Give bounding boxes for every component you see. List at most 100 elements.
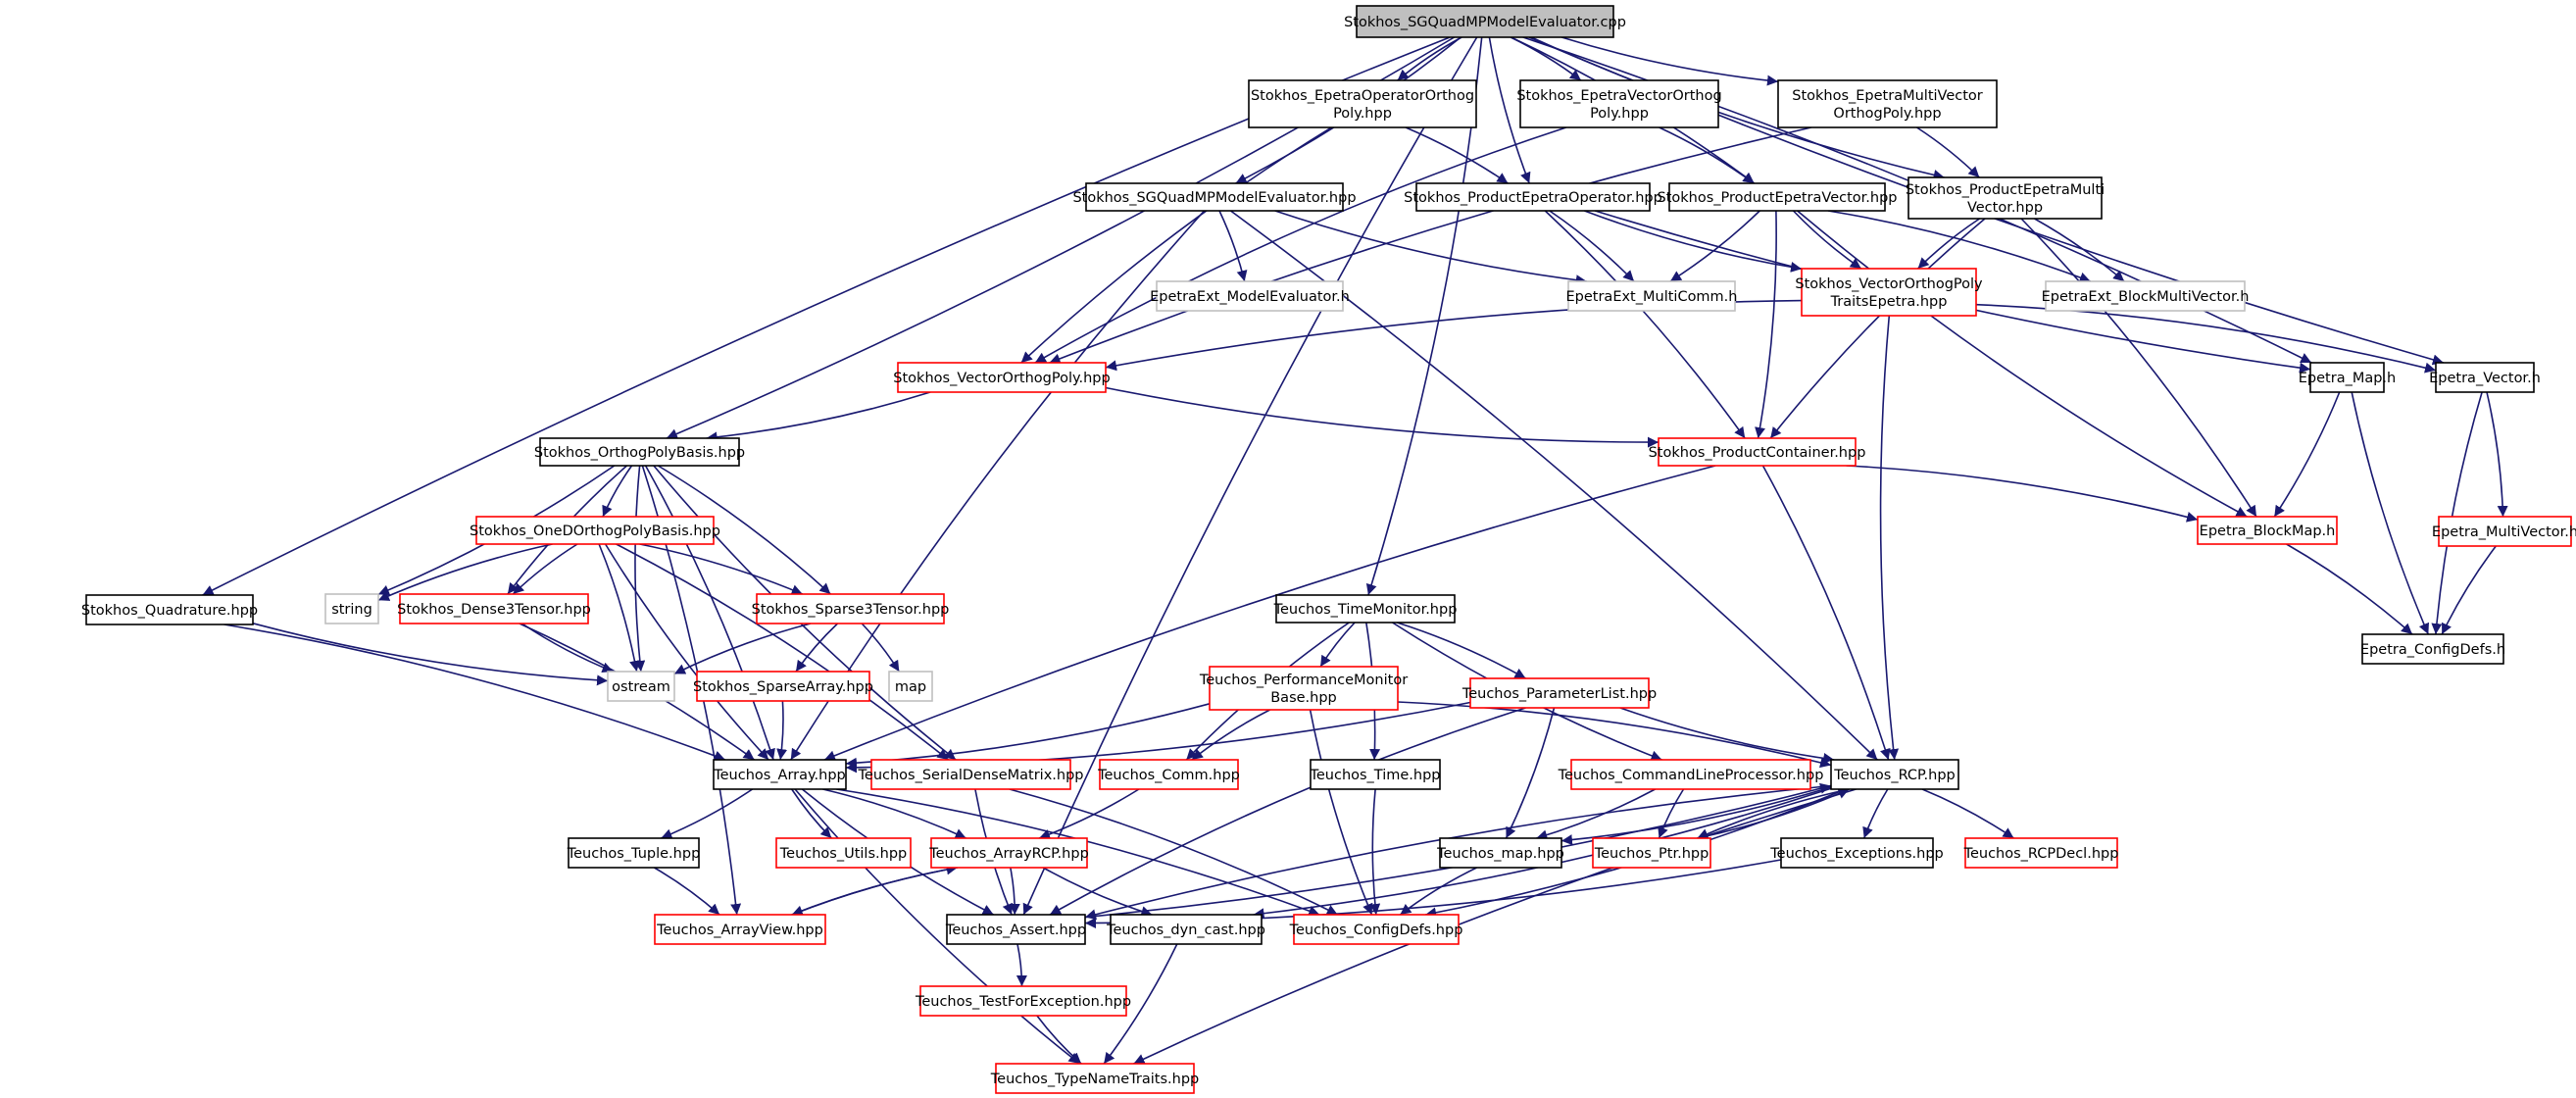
node-tarcp[interactable]: Teuchos_ArrayRCP.hpp [928,837,1089,869]
edge-arrow [1042,867,1153,917]
node-emv[interactable]: Epetra_MultiVector.h [2432,516,2576,547]
edge-arrow [2273,391,2341,518]
edge-trcp-to-tmaphpp [1560,786,1832,846]
edge-prodop-to-multicomm [1549,210,1635,282]
node-opb[interactable]: Stokhos_OrthogPolyBasis.hpp [534,437,745,467]
edge-arrow [1103,943,1178,1065]
edge-tassert-to-ttfe [1016,943,1027,987]
node-label: Stokhos_ProductEpetraOperator.hpp [1404,190,1662,206]
node-label: Teuchos_Exceptions.hpp [1769,846,1943,862]
node-plist[interactable]: Teuchos_ParameterList.hpp [1461,677,1657,709]
node-pcont[interactable]: Stokhos_ProductContainer.hpp [1649,437,1866,467]
node-box [775,837,912,869]
node-tav[interactable]: Teuchos_ArrayView.hpp [654,914,826,945]
node-box [897,362,1107,393]
node-tmon[interactable]: Teuchos_TimeMonitor.hpp [1273,594,1458,624]
node-emap[interactable]: Epetra_Map.h [2299,362,2396,393]
node-prodop[interactable]: Stokhos_ProductEpetraOperator.hpp [1404,182,1662,212]
node-box [1469,677,1650,709]
edge-sgquadhpp-to-modeleval [1218,210,1248,282]
node-box [1801,268,1977,317]
edge-arrow [1658,788,1685,839]
node-label: TraitsEpetra.hpp [1830,294,1948,310]
node-label: Stokhos_OrthogPolyBasis.hpp [534,445,745,461]
node-label: Stokhos_SGQuadMPModelEvaluator.cpp [1344,15,1626,30]
node-tassert[interactable]: Teuchos_Assert.hpp [945,914,1086,945]
node-texc[interactable]: Teuchos_Exceptions.hpp [1769,837,1944,869]
node-ttime[interactable]: Teuchos_Time.hpp [1309,759,1441,790]
node-label: Stokhos_ProductEpetraVector.hpp [1658,190,1898,206]
edge-trcp-to-ttnt [1133,788,1857,1065]
node-box [1293,914,1460,945]
node-blockmap[interactable]: Epetra_BlockMap.h [2197,516,2338,545]
edge-perfmon-to-tarray [845,703,1211,769]
node-clp[interactable]: Teuchos_CommandLineProcessor.hpp [1558,759,1824,790]
node-evec[interactable]: Epetra_Vector.h [2429,362,2541,393]
edge-arrow [2020,218,2257,518]
edge-arrow [1009,788,1339,916]
node-label: Stokhos_Dense3Tensor.hpp [397,602,591,618]
edge-arrow [2351,391,2430,635]
node-cfgdefs_e[interactable]: Epetra_ConfigDefs.h [2360,633,2505,665]
edge-arrow [1584,210,1803,273]
edge-arrow [639,543,804,595]
edge-tarray-to-tutils [791,788,832,839]
node-sgquadhpp[interactable]: Stokhos_SGQuadMPModelEvaluator.hpp [1072,182,1357,212]
node-trcp[interactable]: Teuchos_RCP.hpp [1830,759,1959,790]
edge-s3t-to-map [861,623,900,673]
node-sparr[interactable]: Stokhos_SparseArray.hpp [693,671,873,702]
node-box [2045,280,2246,312]
node-box [1592,837,1711,869]
node-label: EpetraExt_ModelEvaluator.h [1150,289,1350,305]
node-ttuple[interactable]: Teuchos_Tuple.hpp [567,837,701,869]
edge-arrow [1038,788,1140,840]
node-tdyn[interactable]: Teuchos_dyn_cast.hpp [1106,914,1265,945]
node-tcomm[interactable]: Teuchos_Comm.hpp [1097,759,1240,790]
edge-tav-to-tarcp [791,864,958,916]
node-tarray[interactable]: Teuchos_Array.hpp [713,759,847,790]
node-prodvec[interactable]: Stokhos_ProductEpetraVector.hpp [1658,182,1898,212]
node-ttnt[interactable]: Teuchos_TypeNameTraits.hpp [990,1063,1199,1094]
node-d3t[interactable]: Stokhos_Dense3Tensor.hpp [397,593,591,624]
node-box [568,837,700,869]
edge-arrow [1020,126,1332,364]
node-sdm[interactable]: Teuchos_SerialDenseMatrix.hpp [858,759,1084,790]
edge-ttuple-to-tav [653,867,720,916]
edge-arrow [1016,943,1027,987]
node-box [1156,280,1344,312]
node-quad[interactable]: Stokhos_Quadrature.hpp [81,594,258,625]
node-s3t[interactable]: Stokhos_Sparse3Tensor.hpp [752,593,950,624]
node-label: Teuchos_SerialDenseMatrix.hpp [858,768,1084,783]
edge-arrow [1274,210,1587,286]
node-tptr[interactable]: Teuchos_Ptr.hpp [1592,837,1711,869]
edge-odopb-to-string [377,543,553,602]
edge-arrow [1022,36,1478,916]
edge-arrow [1536,788,1656,841]
edge-arrow [1405,126,1509,184]
edge-tptr-to-trcp [1697,788,1850,839]
edge-clp-to-tmaphpp [1536,788,1656,841]
node-box [2197,516,2338,545]
edge-tarray-to-tarcp [822,788,966,839]
node-tcfg[interactable]: Teuchos_ConfigDefs.hpp [1289,914,1463,945]
edge-quad-to-ostream [252,623,609,686]
node-tutils[interactable]: Teuchos_Utils.hpp [775,837,912,869]
edge-sparr-to-tarray [776,700,788,761]
node-vop[interactable]: Stokhos_VectorOrthogPoly.hpp [893,362,1111,393]
node-odopb[interactable]: Stokhos_OneDOrthogPolyBasis.hpp [470,516,720,545]
node-trcpdecl[interactable]: Teuchos_RCPDecl.hpp [1963,837,2119,869]
node-tmaphpp[interactable]: Teuchos_map.hpp [1436,837,1564,869]
node-root[interactable]: Stokhos_SGQuadMPModelEvaluator.cpp [1344,5,1626,38]
node-box [1110,914,1263,945]
edge-perfmon-to-trcp [1397,701,1832,769]
node-ttfe[interactable]: Teuchos_TestForException.hpp [915,985,1131,1017]
edge-arrow [1034,126,1567,364]
edge-arrow [1049,126,1811,365]
node-box [1356,5,1614,38]
